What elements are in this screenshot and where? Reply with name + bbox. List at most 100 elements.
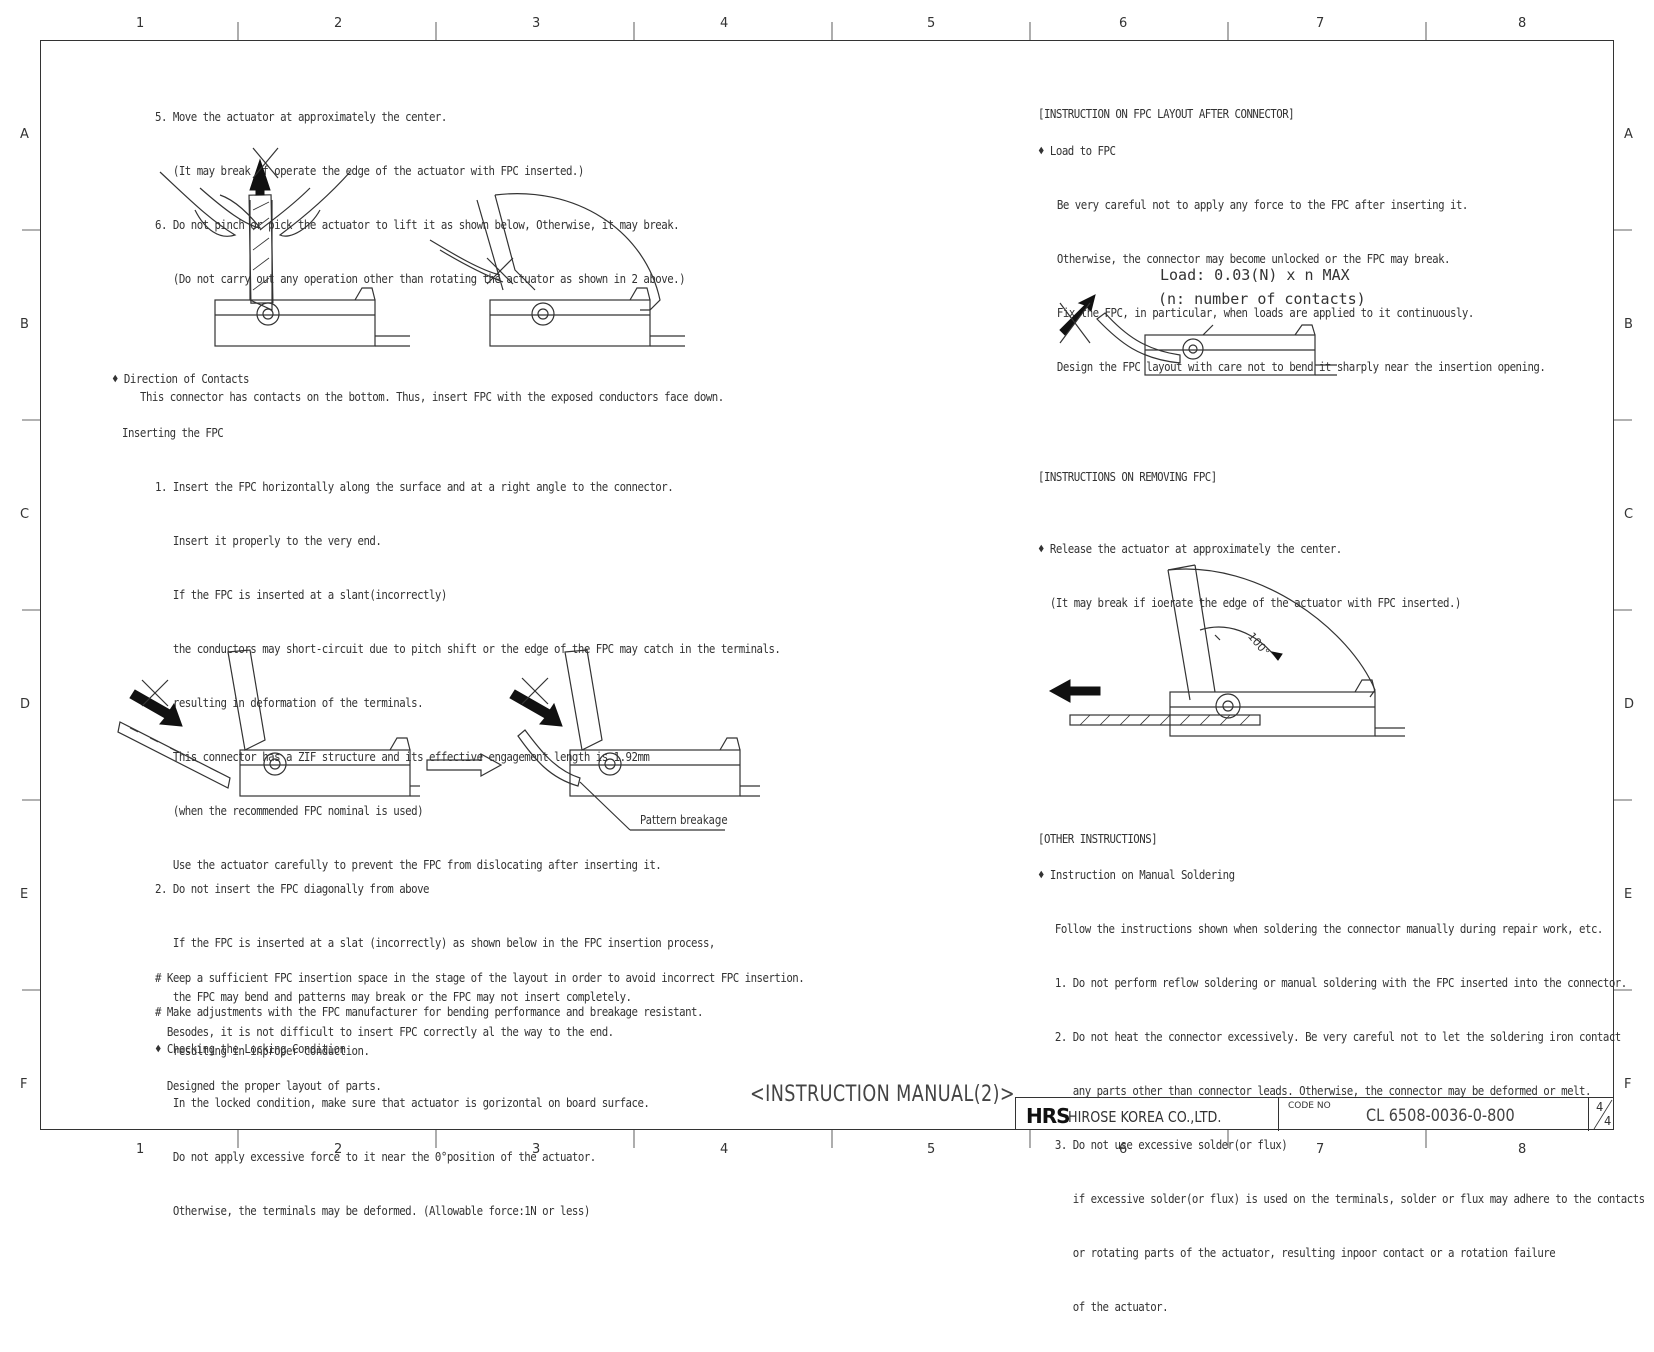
locking-instructions: In the locked condition, make sure that … [155, 1058, 650, 1256]
zone-col-1-bottom: 1 [136, 1142, 145, 1157]
code-no-label: CODE NO [1288, 1101, 1331, 1111]
zone-col-2-bottom: 2 [334, 1142, 343, 1157]
figure-remove-fpc [1048, 564, 1405, 737]
diagonal-line: If the FPC is inserted at a slat (incorr… [155, 935, 716, 950]
zone-col-3-bottom: 3 [532, 1142, 541, 1157]
space-instructions: # Keep a sufficient FPC insertion space … [155, 933, 805, 1131]
fpc-layout-heading: [INSTRUCTION ON FPC LAYOUT AFTER CONNECT… [1038, 106, 1295, 121]
inserting-line: resulting in deformation of the terminal… [155, 695, 424, 710]
locking-line: Otherwise, the terminals may be deformed… [155, 1203, 590, 1218]
contacts-heading: ♦ Direction of Contacts [112, 371, 250, 386]
zone-col-8-bottom: 8 [1518, 1142, 1527, 1157]
arrow-right-icon [426, 752, 503, 778]
page-fraction-slash [1593, 1099, 1613, 1130]
zone-ticks [22, 22, 1632, 1148]
other-heading: [OTHER INSTRUCTIONS] [1038, 831, 1158, 846]
zone-row-b-right: B [1624, 317, 1633, 332]
soldering-line: 1. Do not perform reflow soldering or ma… [1043, 975, 1627, 990]
zone-col-2-top: 2 [334, 16, 343, 31]
space-line: # Keep a sufficient FPC insertion space … [155, 970, 805, 985]
diagonal-line: the FPC may bend and patterns may break … [155, 989, 632, 1004]
release-line: ♦ Release the actuator at approximately … [1038, 541, 1342, 556]
actuator-notes: 5. Move the actuator at approximately th… [155, 72, 686, 324]
load-line: Design the FPC layout with care not to b… [1045, 359, 1546, 374]
load-line: Be very careful not to apply any force t… [1045, 197, 1469, 212]
zone-col-5-bottom: 5 [927, 1142, 936, 1157]
zone-col-7-top: 7 [1316, 16, 1325, 31]
zone-col-3-top: 3 [532, 16, 541, 31]
contacts-text: This connector has contacts on the botto… [140, 389, 724, 404]
release-line: (It may break if ioerate the edge of the… [1038, 595, 1462, 610]
zone-col-6-top: 6 [1119, 16, 1128, 31]
code-number: CL 6508-0036-0-800 [1366, 1106, 1515, 1126]
zone-row-f-right: F [1624, 1077, 1632, 1092]
zone-row-a-left: A [20, 127, 29, 142]
load-heading: ♦ Load to FPC [1038, 143, 1116, 158]
locking-line: In the locked condition, make sure that … [155, 1095, 650, 1110]
load-formula: Load: 0.03(N) x n MAX [1160, 266, 1350, 284]
inserting-heading: Inserting the FPC [122, 425, 224, 440]
inserting-line: If the FPC is inserted at a slant(incorr… [155, 587, 448, 602]
pattern-breakage-label: Pattern breakage [640, 813, 728, 827]
zone-col-7-bottom: 7 [1316, 1142, 1325, 1157]
zone-col-4-top: 4 [720, 16, 729, 31]
zone-col-5-top: 5 [927, 16, 936, 31]
zone-row-d-right: D [1624, 697, 1635, 712]
load-line: Fix the FPC, in particular, when loads a… [1045, 305, 1474, 320]
zone-row-c-left: C [20, 507, 30, 522]
zone-col-6-bottom: 6 [1119, 1142, 1128, 1157]
load-line: Otherwise, the connector may become unlo… [1045, 251, 1451, 266]
actuator-note-line: (Do not carry out any operation other th… [155, 271, 686, 286]
actuator-note-line: 6. Do not pinch or pick the actuator to … [155, 217, 680, 232]
space-line: Besodes, it is not difficult to insert F… [155, 1024, 614, 1039]
soldering-heading: ♦ Instruction on Manual Soldering [1038, 867, 1235, 882]
title-block: HRS HIROSE KOREA CO.,LTD. CODE NO CL 650… [1015, 1097, 1614, 1131]
soldering-line: of the actuator. [1043, 1299, 1169, 1314]
diagonal-line: resulting in inproper conduction. [155, 1043, 370, 1058]
zone-row-a-right: A [1624, 127, 1633, 142]
zone-col-8-top: 8 [1518, 16, 1527, 31]
figure-load-fpc [1059, 294, 1337, 376]
zone-col-1-top: 1 [136, 16, 145, 31]
locking-heading: ♦ Checking the Locking Condition [155, 1041, 346, 1056]
zone-row-e-left: E [20, 887, 29, 902]
drawing-frame [40, 40, 1614, 1130]
figure-diagonal-insertion [117, 649, 420, 797]
drawing-sheet: 1 2 3 4 5 6 7 8 1 2 3 4 5 6 7 8 A B C D … [20, 16, 1645, 1314]
manual-title: <INSTRUCTION MANUAL(2)> [750, 1082, 1015, 1107]
soldering-line: if excessive solder(or flux) is used on … [1043, 1191, 1645, 1206]
diagonal-line: 2. Do not insert the FPC diagonally from… [155, 881, 430, 896]
title-block-divider [1278, 1098, 1279, 1131]
company-name: HIROSE KOREA CO.,LTD. [1068, 1108, 1222, 1126]
soldering-line: 2. Do not heat the connector excessively… [1043, 1029, 1621, 1044]
hrs-logo: HRS [1026, 1104, 1071, 1128]
zone-row-b-left: B [20, 317, 29, 332]
diagonal-instructions: 2. Do not insert the FPC diagonally from… [155, 844, 715, 1096]
actuator-note-line: (It may break if operate the edge of the… [155, 163, 585, 178]
locking-line: Do not apply excessive force to it near … [155, 1149, 596, 1164]
zone-row-c-right: C [1624, 507, 1634, 522]
zone-row-d-left: D [20, 697, 31, 712]
inserting-line: 1. Insert the FPC horizontally along the… [155, 479, 674, 494]
soldering-line: Follow the instructions shown when solde… [1043, 921, 1603, 936]
title-block-divider [1588, 1098, 1589, 1131]
load-formula-note: (n: number of contacts) [1158, 290, 1366, 308]
actuator-note-line: 5. Move the actuator at approximately th… [155, 109, 447, 124]
zone-row-f-left: F [20, 1077, 28, 1092]
adjust-instruction: # Make adjustments with the FPC manufact… [155, 1004, 703, 1019]
figure-pattern-breakage [509, 649, 760, 831]
soldering-line: or rotating parts of the actuator, resul… [1043, 1245, 1556, 1260]
release-instructions: ♦ Release the actuator at approximately … [1038, 504, 1461, 648]
soldering-line: any parts other than connector leads. Ot… [1043, 1083, 1592, 1098]
figure-pinch-actuator [159, 147, 410, 347]
page-total: 4 [1604, 1114, 1612, 1128]
space-line: Designed the proper layout of parts. [155, 1078, 382, 1093]
inserting-line: (when the recommended FPC nominal is use… [155, 803, 424, 818]
inserting-instructions: 1. Insert the FPC horizontally along the… [155, 442, 781, 910]
inserting-line: the conductors may short-circuit due to … [155, 641, 781, 656]
inserting-line: Use the actuator carefully to prevent th… [155, 857, 662, 872]
zone-col-4-bottom: 4 [720, 1142, 729, 1157]
page-number: 4 [1596, 1100, 1604, 1114]
zone-row-e-right: E [1624, 887, 1633, 902]
soldering-line: 3. Do not use excessive solder(or flux) [1043, 1137, 1288, 1152]
